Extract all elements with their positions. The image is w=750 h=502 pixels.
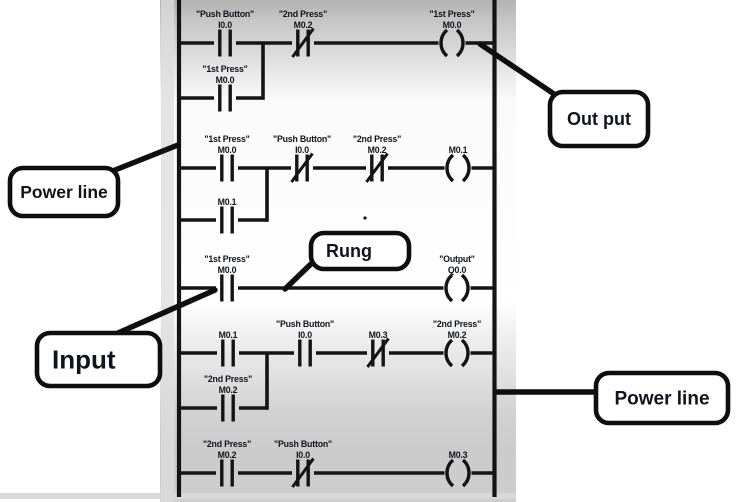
element-label: "2nd Press" — [433, 319, 481, 329]
element-address: M0.1 — [219, 330, 238, 340]
contact-nc: "Push Button"I0.0 — [273, 134, 331, 183]
contact-nc: M0.3 — [366, 330, 390, 368]
element-address: M0.2 — [294, 20, 313, 30]
contact-nc: "Push Button"I0.0 — [274, 439, 332, 488]
nc-slash — [366, 337, 390, 368]
element-label: "1st Press" — [202, 64, 247, 74]
contact-no: M0.1 — [218, 197, 237, 234]
contact-no: "1st Press"M0.0 — [202, 64, 248, 112]
element-address: M0.2 — [448, 330, 467, 340]
element-label: "Push Button" — [273, 134, 331, 144]
callout-power-line-right: Power line — [494, 370, 731, 426]
coil-right-paren — [461, 153, 471, 183]
element-label: "Push Button" — [276, 319, 334, 329]
element-address: I0.0 — [295, 145, 309, 155]
callout-input: Input — [34, 287, 218, 389]
element-address: M0.0 — [218, 265, 237, 275]
element-label: "Output" — [439, 254, 475, 264]
contact-no: "Push Button"I0.0 — [276, 319, 334, 367]
contact-nc: "2nd Press"M0.2 — [279, 9, 327, 58]
coil-right-paren — [460, 338, 470, 368]
coil: M0.1 — [445, 145, 471, 183]
callout-label: Power line — [614, 388, 709, 409]
element-address: I0.0 — [218, 20, 232, 30]
coil-left-paren — [444, 338, 454, 368]
callout-label: Power line — [20, 182, 108, 202]
power-rail-left — [176, 0, 182, 497]
element-address: Q0.0 — [448, 265, 467, 275]
element-address: I0.0 — [296, 450, 310, 460]
callout-box — [547, 89, 651, 149]
callout-label: Out put — [567, 109, 631, 129]
contact-no: "Push Button"I0.0 — [196, 9, 254, 57]
element-address: M0.1 — [218, 197, 237, 207]
callout-pointer — [115, 287, 218, 336]
callout-label: Rung — [326, 241, 372, 261]
element-address: I0.0 — [298, 330, 312, 340]
bottom-band — [0, 493, 516, 499]
element-address: M0.1 — [449, 145, 468, 155]
rung-5: "2nd Press"M0.2 "Push Button"I0.0 M0.3 — [179, 439, 495, 488]
coil-right-paren — [461, 458, 471, 488]
element-label: "2nd Press" — [353, 134, 401, 144]
coil-left-paren — [445, 458, 455, 488]
callout-box — [7, 165, 121, 219]
element-label: "2nd Press" — [204, 374, 252, 384]
callout-box — [593, 370, 731, 426]
callout-label: Input — [52, 344, 116, 374]
callout-power-line-left: Power line — [7, 142, 181, 219]
nc-slash — [291, 27, 315, 58]
coil-left-paren — [445, 153, 455, 183]
ladder-left-strip — [161, 0, 174, 502]
callout-pointer — [477, 41, 560, 99]
element-label: "1st Press" — [429, 9, 474, 19]
nc-slash — [291, 457, 315, 488]
coil: "1st Press"M0.0 — [429, 9, 475, 58]
element-address: M0.0 — [218, 145, 237, 155]
coil: "2nd Press"M0.2 — [433, 319, 481, 368]
element-address: M0.3 — [449, 450, 468, 460]
rung-1: "Push Button"I0.0 "2nd Press"M0.2 "1st Pre… — [179, 9, 495, 112]
callout-rung: Rung — [282, 230, 412, 292]
element-address: M0.0 — [443, 20, 462, 30]
element-address: M0.2 — [368, 145, 387, 155]
contact-no: "2nd Press"M0.2 — [203, 439, 251, 487]
element-address: M0.2 — [219, 385, 238, 395]
coil: M0.3 — [445, 450, 471, 488]
callout-box — [34, 330, 163, 389]
element-address: M0.2 — [218, 450, 237, 460]
callout-pointer — [282, 259, 316, 292]
element-label: "Push Button" — [274, 439, 332, 449]
coil: "Output"Q0.0 — [439, 254, 475, 303]
coil-right-paren — [455, 28, 465, 58]
contact-no: "1st Press"M0.0 — [204, 254, 250, 302]
coil-right-paren — [460, 273, 470, 303]
rung-3: "1st Press"M0.0 "Output"Q0.0 — [179, 254, 495, 303]
element-label: "2nd Press" — [203, 439, 251, 449]
contact-no: "1st Press"M0.0 — [204, 134, 250, 182]
element-label: "2nd Press" — [279, 9, 327, 19]
rung-2: "1st Press"M0.0 "Push Button"I0.0 "2nd Pre… — [179, 134, 495, 234]
nc-slash — [365, 152, 389, 183]
coil-left-paren — [439, 28, 449, 58]
coil-left-paren — [444, 273, 454, 303]
callout-box — [308, 230, 412, 272]
element-label: "1st Press" — [204, 134, 249, 144]
contact-no: M0.1 — [219, 330, 238, 367]
callout-pointer — [107, 142, 181, 175]
element-label: "1st Press" — [204, 254, 249, 264]
contact-nc: "2nd Press"M0.2 — [353, 134, 401, 183]
element-label: "Push Button" — [196, 9, 254, 19]
callout-output: Out put — [477, 41, 651, 149]
nc-slash — [290, 152, 314, 183]
contact-no: "2nd Press"M0.2 — [204, 374, 252, 422]
element-address: M0.3 — [369, 330, 388, 340]
stray-dot — [363, 216, 367, 220]
element-address: M0.0 — [216, 75, 235, 85]
power-rail-right — [492, 0, 497, 497]
